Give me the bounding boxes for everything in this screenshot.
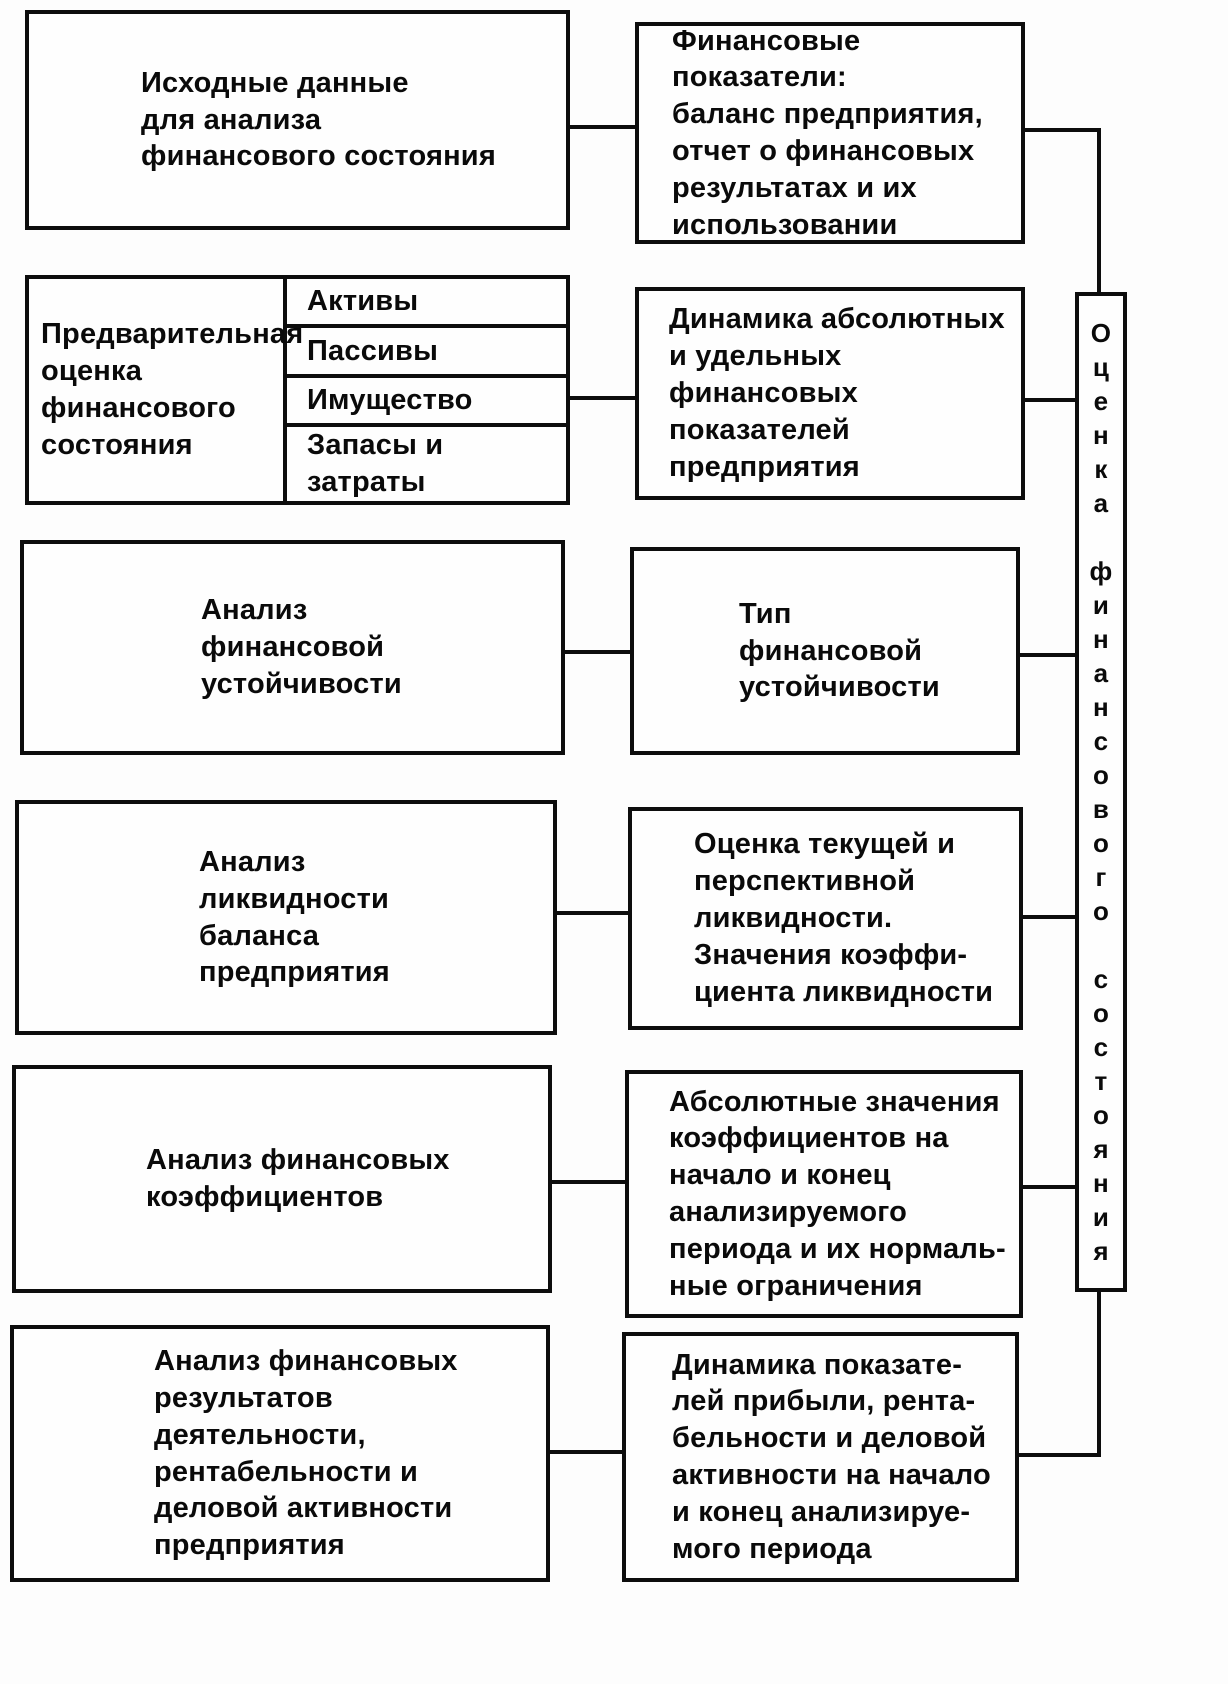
sub-item-assets: Активы xyxy=(287,279,566,329)
box-liquidity-assessment: Оценка текущей и перспективной ликвиднос… xyxy=(628,807,1023,1030)
box-profit-dynamics: Динамика показате- лей прибыли, рента- б… xyxy=(622,1332,1019,1582)
sub-item-property: Имущество xyxy=(287,378,566,428)
box-overall-financial-assessment: О ц е н к а ф и н а н с о в о г о с о с … xyxy=(1075,292,1127,1292)
connector-row6-to-bar xyxy=(1018,1290,1101,1457)
box-financial-stability-analysis: Анализ финансовой устойчивости xyxy=(20,540,565,755)
sub-item-liabilities: Пассивы xyxy=(287,328,566,378)
box-ratio-analysis: Анализ финансовых коэффициентов xyxy=(12,1065,552,1293)
box-financial-indicators: Финансовые показатели: баланс предприяти… xyxy=(635,22,1025,244)
box-financial-results-analysis: Анализ финансовых результатов деятельнос… xyxy=(10,1325,550,1582)
preliminary-assessment-label: Предварительная оценка финансового состо… xyxy=(29,279,303,501)
box-source-data: Исходные данные для анализа финансового … xyxy=(25,10,570,230)
box-preliminary-assessment-group: Предварительная оценка финансового состо… xyxy=(25,275,570,505)
box-ratio-absolute-values: Абсолютные значения коэффициентов на нач… xyxy=(625,1070,1023,1318)
preliminary-sub-list: Активы Пассивы Имущество Запасы и затрат… xyxy=(287,279,566,501)
box-liquidity-analysis: Анализ ликвидности баланса предприятия xyxy=(15,800,557,1035)
sub-item-stocks-costs: Запасы и затраты xyxy=(307,429,444,499)
overall-financial-assessment-label: О ц е н к а ф и н а н с о в о г о с о с … xyxy=(1089,318,1113,1266)
box-dynamics-indicators: Динамика абсолютных и удельных финансовы… xyxy=(635,287,1025,500)
box-stability-type: Тип финансовой устойчивости xyxy=(630,547,1020,755)
connector-row1-to-bar xyxy=(1024,128,1101,294)
